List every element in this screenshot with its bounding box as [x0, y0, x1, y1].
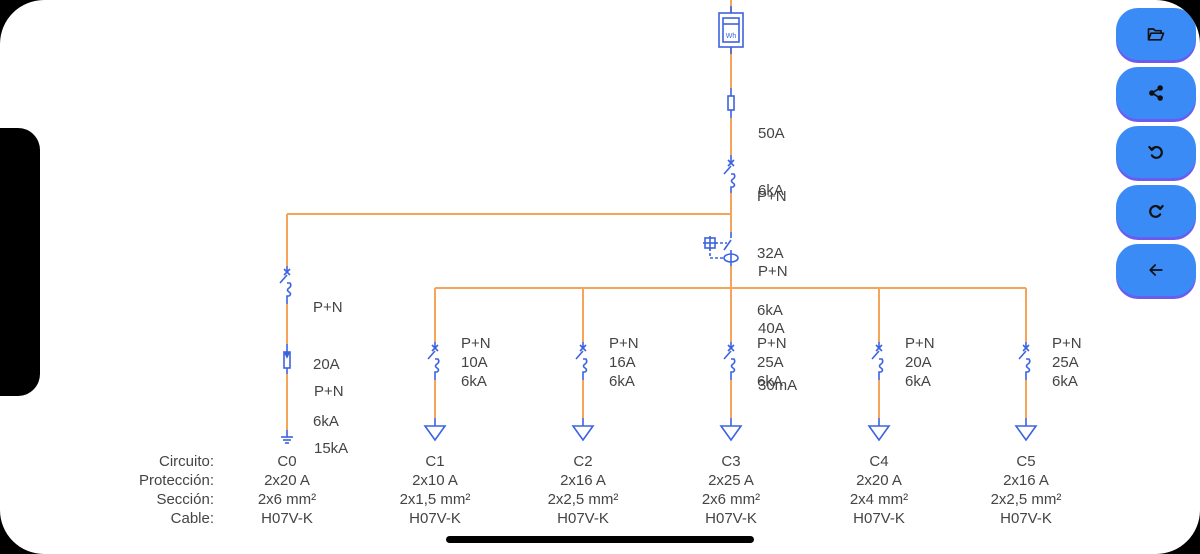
differential-label: P+N 40A 30mA	[758, 224, 797, 433]
header-circuito: Circuito:	[158, 453, 214, 470]
c5-breaker-label: P+N 25A 6kA	[1052, 334, 1082, 391]
c5-breaker-icon	[1018, 342, 1031, 380]
main-breaker-label: P+N 32A 6kA	[757, 149, 787, 358]
label-line: 10A	[461, 354, 488, 371]
label-line: 15kA	[314, 440, 349, 457]
label-line: P+N	[609, 335, 639, 352]
header-cable: Cable:	[170, 510, 214, 527]
folder-open-icon	[1147, 28, 1165, 41]
c0-breaker-icon	[279, 266, 292, 304]
label-line: 6kA	[757, 302, 783, 319]
header-seccion: Sección:	[156, 491, 214, 508]
label-line: 25A	[757, 354, 784, 371]
cell-seccion: 2x1,5 mm²	[399, 491, 471, 508]
c5-load-icon	[1014, 418, 1038, 442]
header-proteccion: Protección:	[138, 472, 214, 489]
label-line: P+N	[758, 263, 788, 280]
c2-breaker-icon	[575, 342, 588, 380]
c3-breaker-label: P+N 25A 6kA	[757, 334, 787, 391]
label-line: P+N	[313, 299, 343, 316]
c3-breaker-icon	[723, 342, 736, 380]
cell-proteccion: 2x25 A	[708, 472, 754, 489]
redo-button[interactable]	[1116, 185, 1196, 237]
cell-cable: H07V-K	[1000, 510, 1052, 527]
c0-breaker-label: P+N 20A 6kA	[313, 260, 343, 469]
c4-breaker-label: P+N 20A 6kA	[905, 334, 935, 391]
cell-proteccion: 2x20 A	[264, 472, 310, 489]
redo-icon	[1149, 204, 1164, 218]
cell-seccion: 2x2,5 mm²	[547, 491, 619, 508]
differential-switch-icon	[703, 232, 739, 266]
label-line: 6kA	[313, 413, 339, 430]
label-line: 6kA	[905, 373, 931, 390]
c1-breaker-label: P+N 10A 6kA	[461, 334, 491, 391]
label-line: P+N	[757, 188, 787, 205]
ground-icon	[281, 430, 293, 444]
arrow-left-icon	[1149, 264, 1163, 276]
c3-load-icon	[719, 418, 743, 442]
label-line: 20A	[905, 354, 932, 371]
c2-breaker-label: P+N 16A 6kA	[609, 334, 639, 391]
main-breaker-icon	[723, 155, 736, 193]
c2-load-icon	[571, 418, 595, 442]
cell-circuito: C1	[425, 453, 445, 470]
label-line: 16A	[609, 354, 636, 371]
cell-seccion: 2x6 mm²	[701, 491, 761, 508]
surge-protector-label: P+N 15kA	[314, 344, 348, 496]
cell-proteccion: 2x10 A	[412, 472, 458, 489]
open-folder-button[interactable]	[1116, 8, 1196, 60]
label-line: P+N	[757, 335, 787, 352]
cell-proteccion: 2x20 A	[856, 472, 902, 489]
undo-icon	[1148, 145, 1163, 159]
label-line: 32A	[757, 245, 784, 262]
cell-cable: H07V-K	[705, 510, 757, 527]
cell-circuito: C3	[721, 453, 741, 470]
cell-cable: H07V-K	[261, 510, 313, 527]
cell-proteccion: 2x16 A	[1003, 472, 1049, 489]
label-line: 6kA	[1052, 373, 1078, 390]
label-line: P+N	[314, 383, 344, 400]
c4-breaker-icon	[871, 342, 884, 380]
label-line: 40A	[758, 320, 785, 337]
c1-breaker-icon	[427, 342, 440, 380]
cell-cable: H07V-K	[409, 510, 461, 527]
label-line: 6kA	[758, 182, 784, 199]
cell-circuito: C5	[1016, 453, 1036, 470]
label-line: P+N	[1052, 335, 1082, 352]
energy-meter-icon	[718, 6, 744, 54]
back-button[interactable]	[1116, 244, 1196, 296]
undo-button[interactable]	[1116, 126, 1196, 178]
share-icon	[1149, 85, 1163, 101]
label-line: 6kA	[461, 373, 487, 390]
main-fuse-label: 50A 6kA	[758, 86, 785, 238]
cell-seccion: 2x6 mm²	[257, 491, 317, 508]
cell-seccion: 2x4 mm²	[849, 491, 909, 508]
label-line: 6kA	[757, 373, 783, 390]
cell-circuito: C2	[573, 453, 593, 470]
home-indicator[interactable]	[446, 536, 754, 543]
label-line: 6kA	[609, 373, 635, 390]
cell-cable: H07V-K	[853, 510, 905, 527]
label-line: 30mA	[758, 377, 798, 394]
surge-protector-icon	[283, 344, 291, 374]
cell-circuito: C0	[277, 453, 297, 470]
label-line: 50A	[758, 125, 785, 142]
c1-load-icon	[423, 418, 447, 442]
label-line: P+N	[461, 335, 491, 352]
meter-label: Wh	[726, 33, 737, 40]
cell-seccion: 2x2,5 mm²	[990, 491, 1062, 508]
cell-proteccion: 2x16 A	[560, 472, 606, 489]
label-line: 20A	[313, 356, 340, 373]
label-line: P+N	[905, 335, 935, 352]
c4-load-icon	[867, 418, 891, 442]
cell-cable: H07V-K	[557, 510, 609, 527]
share-button[interactable]	[1116, 67, 1196, 119]
label-line: 25A	[1052, 354, 1079, 371]
cell-circuito: C4	[869, 453, 889, 470]
device-notch	[0, 128, 40, 396]
fuse-icon	[727, 88, 735, 118]
